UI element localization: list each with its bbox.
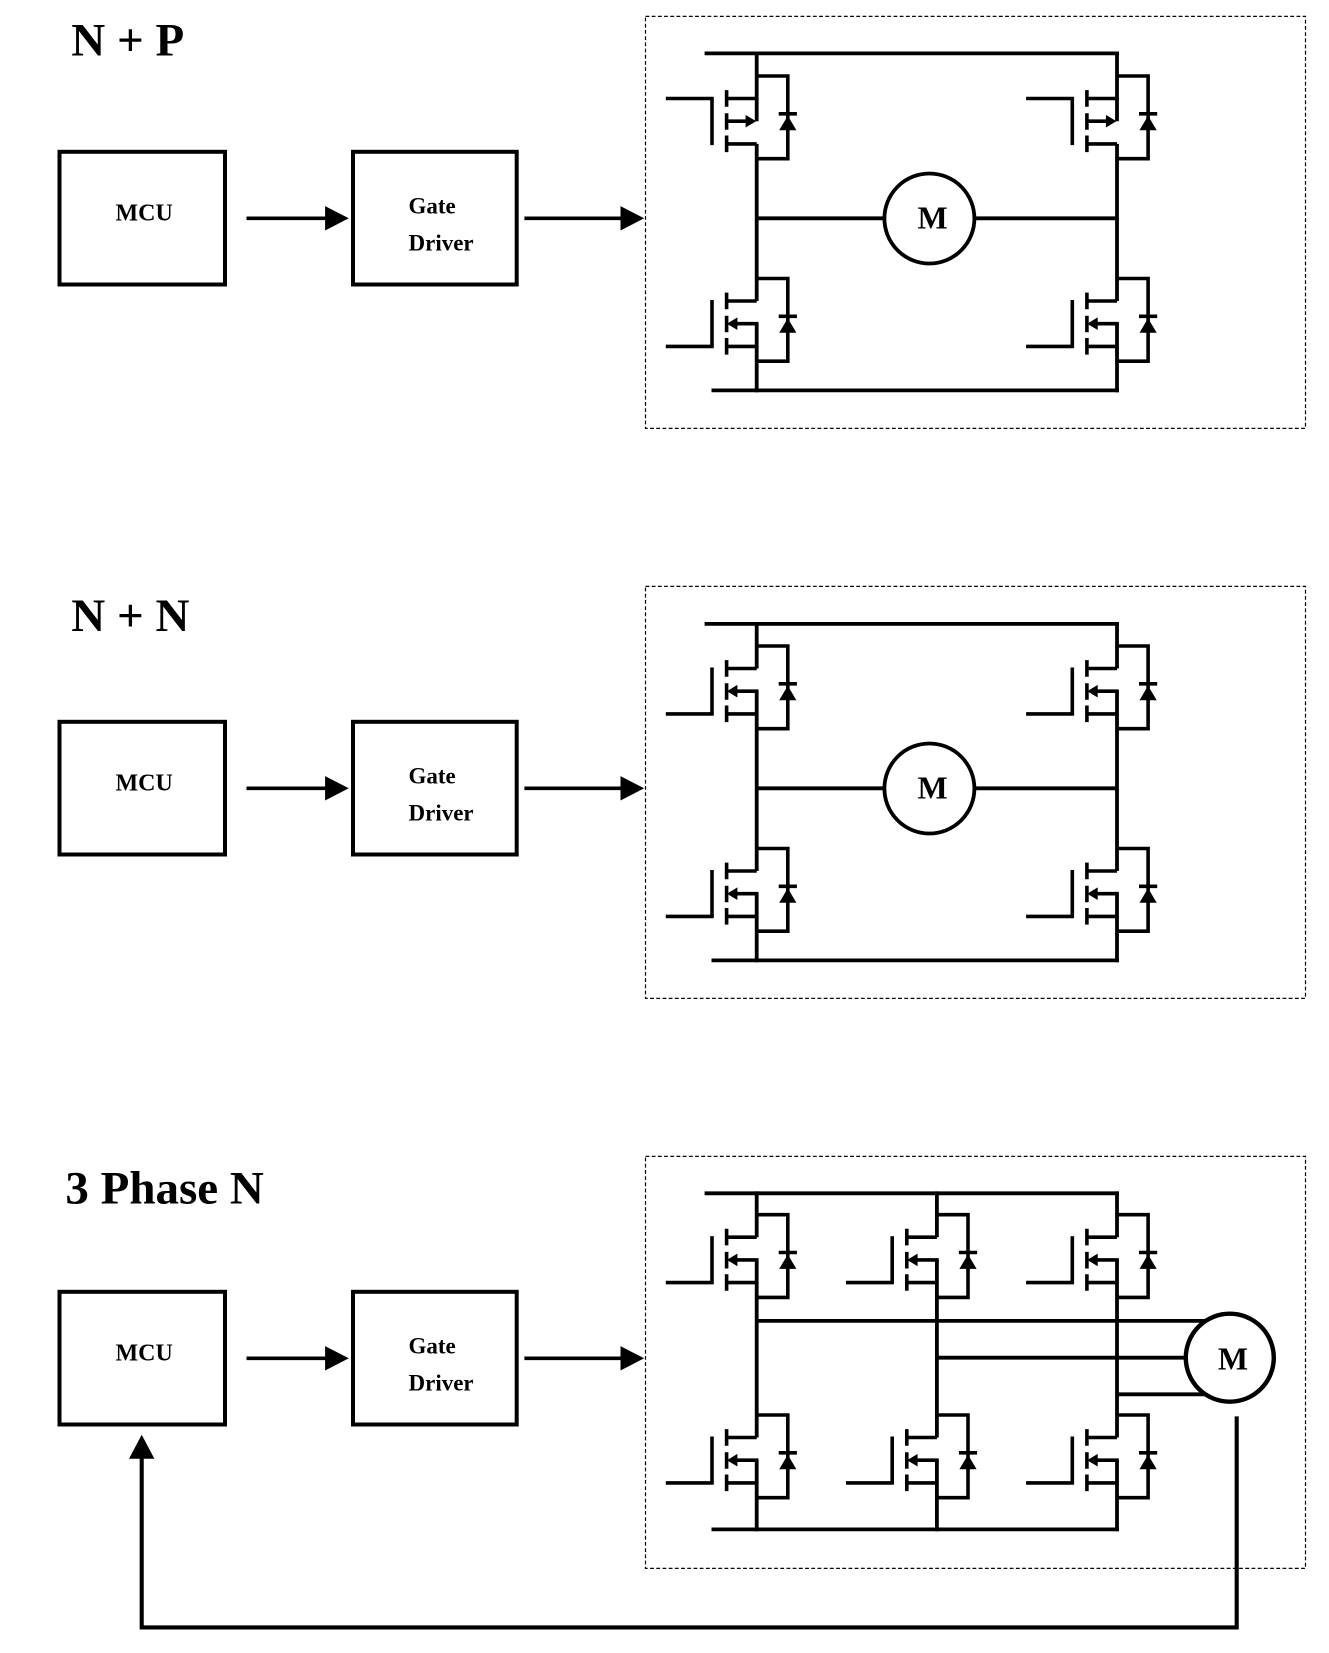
svg-text:M: M <box>917 199 947 235</box>
svg-text:3 Phase N: 3 Phase N <box>65 1162 264 1214</box>
svg-text:N + N: N + N <box>71 590 189 642</box>
svg-text:N + P: N + P <box>71 15 184 67</box>
svg-text:M: M <box>917 769 947 805</box>
svg-text:M: M <box>1218 1340 1248 1376</box>
